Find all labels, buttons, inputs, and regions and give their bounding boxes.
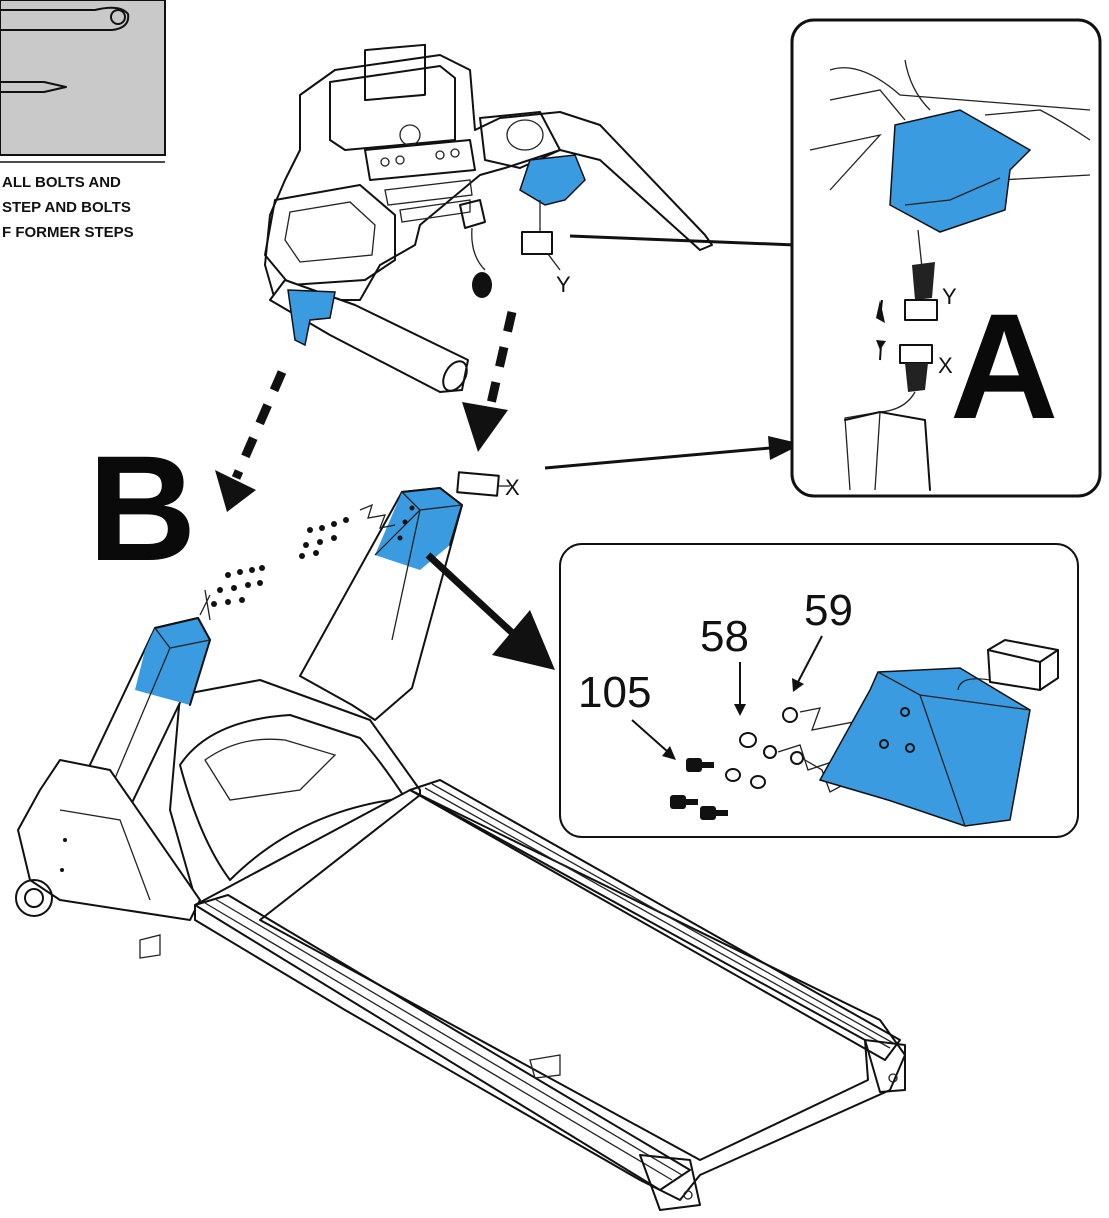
arrow-to-inset-b	[425, 552, 555, 670]
part-59-label: 59	[804, 586, 853, 635]
bolt-set-left	[199, 565, 265, 621]
bolt-105-bottom	[700, 806, 728, 820]
inset-a-y-label: Y	[942, 284, 957, 309]
connector-x-label: X	[505, 475, 520, 500]
connector-y-label: Y	[556, 272, 571, 297]
inset-a-x-label: X	[938, 353, 953, 378]
corner-note: ALL BOLTS AND STEP AND BOLTS F FORMER ST…	[2, 174, 134, 241]
bolt-set-right	[299, 503, 396, 559]
part-105-label: 105	[578, 668, 651, 717]
part-58-label: 58	[700, 612, 749, 661]
inset-b: 105 58 59	[559, 543, 1079, 838]
note-line-3: F FORMER STEPS	[2, 224, 134, 241]
arrow-to-inset-a-bottom	[544, 436, 802, 470]
note-line-1: ALL BOLTS AND	[2, 174, 121, 191]
treadmill-base	[15, 565, 906, 1211]
inset-a-letter: A	[950, 282, 1058, 450]
dashed-arrow-left	[215, 370, 287, 512]
step-b-letter: B	[88, 424, 196, 592]
tool-reference-panel	[0, 0, 166, 163]
bolt-105-top	[686, 758, 714, 772]
bolt-105-mid	[670, 795, 698, 809]
note-line-2: STEP AND BOLTS	[2, 199, 131, 216]
console-assembly: Y	[264, 43, 713, 393]
inset-a: Y X A	[790, 18, 1102, 498]
dashed-arrow-right	[462, 310, 517, 452]
right-upright: X	[299, 471, 520, 721]
